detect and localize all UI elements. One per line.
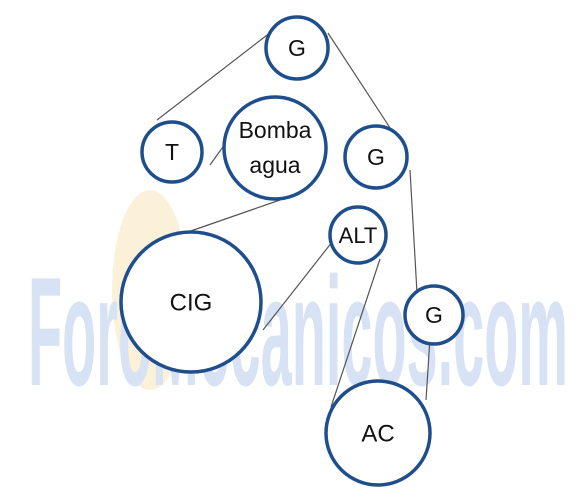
pulley-bomba-agua-circle: [222, 95, 328, 201]
belt-segment-g-top-to-g-mid: [327, 32, 397, 138]
pulley-bomba-agua: Bomba agua: [222, 95, 328, 201]
pulley-cig-label: CIG: [170, 289, 213, 316]
pulley-cig-circle: [119, 230, 263, 374]
pulley-alt: ALT: [328, 205, 388, 265]
pulley-g-top-label: G: [288, 35, 306, 61]
watermark-text: ForoMecanicos.com: [28, 245, 568, 418]
pulley-g-low: G: [403, 284, 465, 346]
pulley-tensor: T: [140, 120, 204, 184]
pulley-alt-circle: [328, 205, 388, 265]
pulley-bomba-agua-label-line2: agua: [249, 152, 300, 178]
pulley-ac: AC: [324, 379, 432, 487]
pulley-bomba-agua-label-line1: Bomba: [239, 117, 312, 143]
pulley-ac-circle: [324, 379, 432, 487]
pulley-tensor-label: T: [165, 139, 179, 165]
pulley-g-top: G: [264, 15, 330, 81]
pulley-alt-label: ALT: [339, 223, 378, 248]
belt-segment-g-low-to-ac: [425, 337, 431, 401]
belt-segment-bomba-to-cig: [184, 199, 281, 234]
pulley-cig: CIG: [119, 230, 263, 374]
pulley-g-low-label: G: [425, 302, 443, 328]
pulley-g-top-circle: [264, 15, 330, 81]
pulley-tensor-circle: [140, 120, 204, 184]
pulley-g-mid-circle: [343, 124, 409, 190]
pulley-ac-label: AC: [361, 420, 394, 447]
belt-segment-ac-to-alt: [330, 258, 381, 408]
belt: [156, 31, 431, 408]
belt-segment-cig-to-alt: [262, 236, 337, 331]
pulley-g-low-circle: [403, 284, 465, 346]
belt-segment-g-top-to-tensor: [156, 31, 272, 121]
pulley-g-mid: G: [343, 124, 409, 190]
pulley-g-mid-label: G: [367, 144, 385, 170]
belt-segment-g-mid-to-g-low: [409, 169, 418, 294]
